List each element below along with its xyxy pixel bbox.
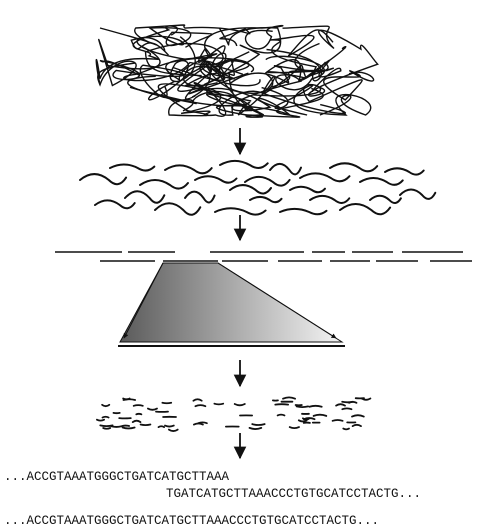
sequence-read [283, 397, 295, 398]
sequence-read [165, 426, 174, 427]
dna-fragment [400, 190, 435, 199]
genomic-dna-tangle [96, 25, 377, 117]
dna-fragment [250, 197, 282, 202]
read-sequence-1: ...ACCGTAAATGGGCTGATCATGCTTAAA [4, 470, 229, 484]
sequence-read [250, 428, 262, 429]
sequence-read [100, 425, 112, 426]
sequence-read [252, 424, 264, 425]
sequence-read [97, 420, 104, 421]
sequence-read [336, 404, 345, 405]
sequence-read [290, 427, 299, 428]
dna-fragment [95, 200, 135, 208]
sequence-read [349, 402, 356, 403]
sequence-read [342, 408, 351, 409]
sequence-read [141, 425, 151, 426]
dna-fragment [360, 178, 403, 185]
dna-fragment [230, 185, 271, 193]
sequence-read [362, 399, 371, 400]
sequence-read [134, 405, 143, 406]
sequence-read [297, 406, 309, 407]
sequence-read [194, 424, 203, 425]
consensus-sequence: ...ACCGTAAATGGGCTGATCATGCTTAAACCCTGTGCAT… [4, 514, 379, 528]
sequence-read [133, 421, 141, 422]
dna-fragment [155, 203, 200, 215]
dna-fragment [165, 165, 212, 173]
sequence-read [102, 405, 109, 406]
sequence-read [333, 420, 343, 421]
sequence-read [343, 429, 349, 430]
sequence-read [159, 426, 165, 427]
insert-zoom-trapezoid [120, 263, 342, 342]
random-fragments [80, 161, 435, 215]
dna-fragment [370, 196, 401, 203]
sequencing-reads [97, 397, 371, 431]
sequence-read [195, 405, 205, 406]
dna-fragment [140, 180, 188, 189]
clone-library-segments [55, 252, 472, 261]
sequence-read [111, 426, 121, 427]
dna-fragment [110, 164, 154, 170]
read-sequence-2: TGATCATGCTTAAACCCTGTGCATCCTACTG... [166, 487, 421, 501]
sequence-read [103, 428, 110, 429]
dna-fragment [185, 192, 215, 203]
sequence-read [124, 399, 136, 400]
dna-fragment [310, 196, 349, 203]
dna-fragment [330, 163, 377, 171]
dna-fragment [280, 209, 327, 214]
sequence-read [136, 414, 141, 415]
sequence-read [299, 420, 307, 421]
sequence-read [352, 415, 364, 416]
dna-fragment [220, 161, 268, 168]
sequence-read [309, 406, 321, 407]
sequence-read [169, 430, 178, 431]
dna-fragment [125, 191, 164, 203]
sequence-read [314, 415, 327, 416]
sequence-read [103, 417, 109, 418]
dna-fragment [270, 164, 301, 174]
dna-fragment [340, 204, 390, 214]
sequence-read [193, 399, 201, 400]
dna-fragment [385, 168, 424, 174]
dna-fragment [290, 187, 325, 192]
dna-fragment [245, 177, 290, 186]
dna-fragment [300, 173, 350, 181]
dna-fragment [215, 208, 266, 214]
sequence-read [353, 425, 361, 426]
sequence-read [235, 404, 245, 405]
sequence-read [148, 409, 157, 410]
dna-fragment [80, 174, 126, 184]
dna-fragment [195, 176, 237, 182]
sequence-read [123, 428, 135, 429]
sequence-read [278, 415, 285, 416]
sequence-read [214, 404, 223, 405]
